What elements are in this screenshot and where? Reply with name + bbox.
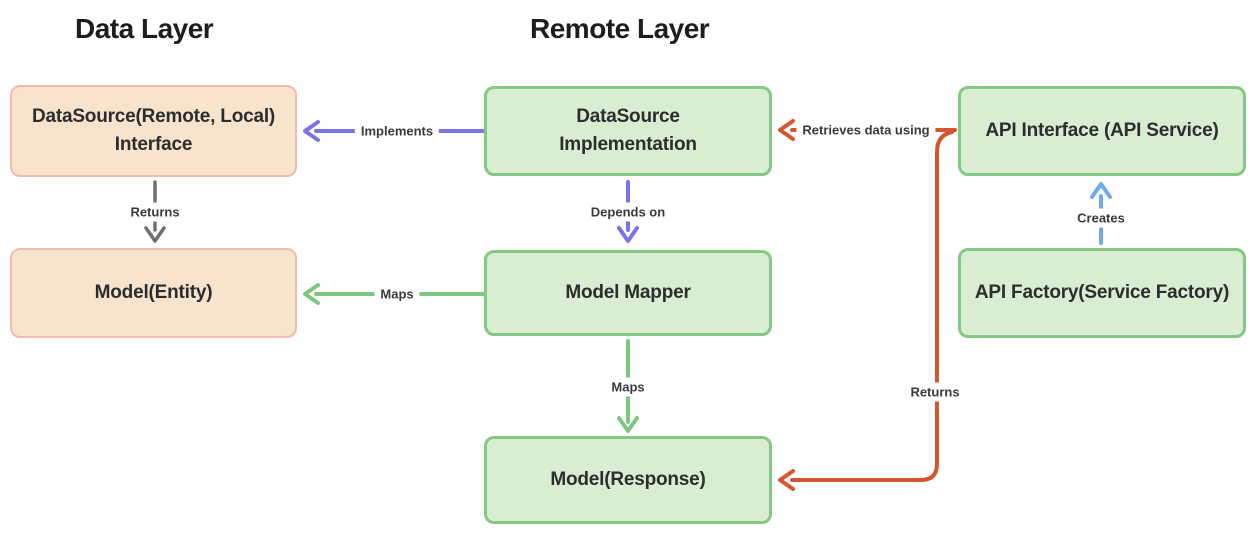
node-api-interface-label: API Interface (API Service) xyxy=(985,119,1219,141)
remote-layer-heading: Remote Layer xyxy=(530,13,710,44)
node-datasource-interface-label: DataSource(Remote, Local) Interface xyxy=(31,105,276,156)
returns-response-arrow xyxy=(778,130,954,491)
node-model-mapper: Model Mapper xyxy=(484,250,772,336)
edge-label-implements: Implements xyxy=(354,121,440,141)
node-api-interface: API Interface (API Service) xyxy=(958,86,1246,176)
node-datasource-implementation: DataSource Implementation xyxy=(484,86,772,176)
node-model-entity-label: Model(Entity) xyxy=(94,281,213,303)
node-datasource-interface: DataSource(Remote, Local) Interface xyxy=(10,85,297,177)
edge-label-creates: Creates xyxy=(1071,208,1131,228)
edge-label-retrieves-data-using: Retrieves data using xyxy=(796,120,936,140)
data-layer-heading: Data Layer xyxy=(75,13,214,44)
node-model-entity: Model(Entity) xyxy=(10,248,297,338)
node-api-factory-label: API Factory(Service Factory) xyxy=(974,281,1230,303)
node-model-response: Model(Response) xyxy=(484,436,772,524)
node-model-response-label: Model(Response) xyxy=(550,468,706,490)
edge-label-returns-entity: Returns xyxy=(124,202,186,222)
node-datasource-implementation-label: DataSource Implementation xyxy=(559,105,697,156)
node-api-factory: API Factory(Service Factory) xyxy=(958,248,1246,338)
edge-label-maps-entity: Maps xyxy=(374,284,420,304)
edge-label-depends-on: Depends on xyxy=(584,202,672,222)
edge-label-returns-response: Returns xyxy=(904,382,966,402)
edge-label-maps-response: Maps xyxy=(605,377,651,397)
node-model-mapper-label: Model Mapper xyxy=(565,281,691,303)
